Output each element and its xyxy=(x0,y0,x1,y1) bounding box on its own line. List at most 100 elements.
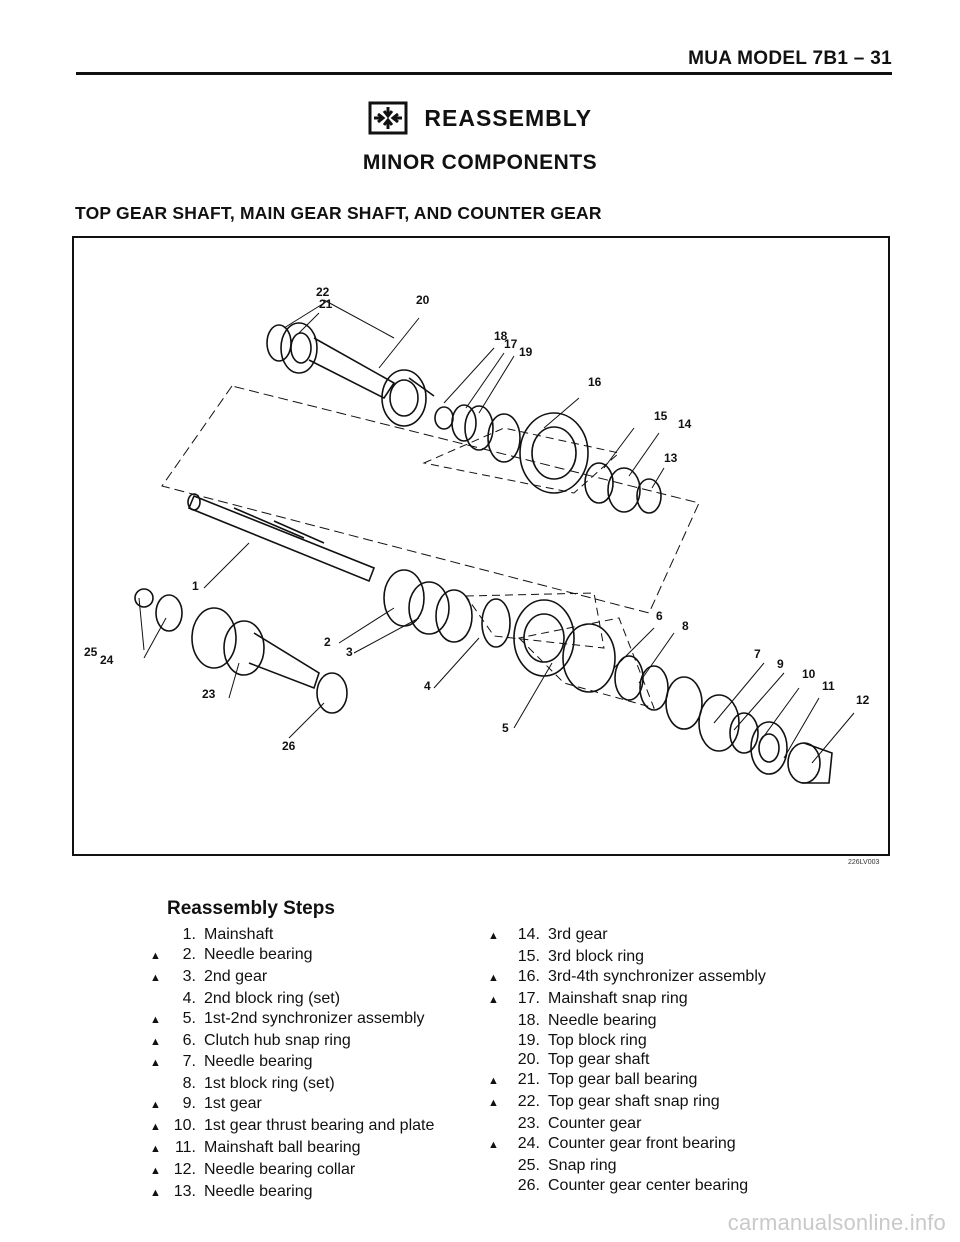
step-label: 3rd-4th synchronizer assembly xyxy=(548,967,766,985)
reassembly-step: 26. Counter gear center bearing xyxy=(488,1176,766,1196)
triangle-mark-icon: ▲ xyxy=(150,1164,161,1177)
reassembly-step: ▲9.1st gear xyxy=(150,1094,434,1116)
step-label: Top gear ball bearing xyxy=(548,1071,698,1089)
step-label: 1st-2nd synchronizer assembly xyxy=(204,1009,425,1027)
callout-19: 19 xyxy=(519,345,533,359)
callout-12: 12 xyxy=(856,693,870,707)
callout-11: 11 xyxy=(822,679,835,693)
figure-code: 226LV003 xyxy=(848,859,880,866)
reassembly-step: ▲ 7. Needle bearing xyxy=(150,1052,434,1074)
reassembly-step: ▲ 22. Top gear shaft snap ring xyxy=(488,1092,766,1114)
reassembly-title: REASSEMBLY xyxy=(424,104,593,131)
step-label: 1st gear xyxy=(204,1095,262,1113)
step-label: Mainshaft ball bearing xyxy=(204,1139,361,1157)
step-label: 2nd block ring (set) xyxy=(204,989,341,1007)
steps-column-left: 1.Mainshaft ▲ 2. Needle bearing ▲ 3. 2nd gear 4… xyxy=(150,925,434,1204)
callout-24: 24 xyxy=(100,653,114,667)
step-label: Needle bearing xyxy=(548,1011,657,1029)
step-number: 3. xyxy=(182,967,196,985)
triangle-mark-icon: ▲ xyxy=(150,1186,161,1199)
callout-16: 16 xyxy=(588,375,602,389)
reassembly-step: ▲10.1st gear thrust bearing and plate xyxy=(150,1116,434,1138)
reassembly-heading: REASSEMBLY xyxy=(0,101,960,135)
step-label: 3rd block ring xyxy=(548,947,645,965)
step-number: 25. xyxy=(517,1156,540,1174)
reassembly-step: ▲14.3rd gear xyxy=(488,925,766,947)
step-label: Counter gear center bearing xyxy=(548,1176,749,1194)
step-number: 20. xyxy=(517,1051,540,1069)
step-number: 11. xyxy=(174,1139,196,1157)
step-number: 23. xyxy=(517,1115,540,1133)
step-number: 13. xyxy=(173,1182,196,1200)
reassembly-step: 18. Needle bearing xyxy=(488,1011,766,1031)
step-number: 2. xyxy=(182,945,196,963)
callout-15: 15 xyxy=(654,409,668,423)
callout-17: 17 xyxy=(504,337,518,351)
reassembly-step: ▲17.Mainshaft snap ring xyxy=(488,989,766,1011)
reassembly-step: 1.Mainshaft xyxy=(150,925,434,945)
reassembly-step: 4. 2nd block ring (set) xyxy=(150,989,434,1009)
step-label: 2nd gear xyxy=(204,967,268,985)
step-number: 22. xyxy=(517,1093,540,1111)
step-label: Counter gear xyxy=(548,1115,642,1133)
reassembly-step: 20. Top gear shaft xyxy=(488,1050,766,1070)
step-number: 4. xyxy=(182,989,196,1007)
step-number: 18. xyxy=(517,1011,540,1029)
step-label: Mainshaft snap ring xyxy=(548,989,688,1007)
step-label: Needle bearing xyxy=(204,945,313,963)
callout-21: 21 xyxy=(319,297,333,311)
reassembly-step: ▲13.Needle bearing xyxy=(150,1182,434,1204)
step-label: 1st gear thrust bearing and plate xyxy=(204,1117,435,1135)
step-number: 7. xyxy=(182,1053,196,1071)
reassembly-step: ▲ 12. Needle bearing collar xyxy=(150,1160,434,1182)
step-number: 9. xyxy=(182,1095,196,1113)
triangle-mark-icon: ▲ xyxy=(150,949,161,962)
triangle-mark-icon: ▲ xyxy=(488,1097,499,1110)
page-subtitle: MINOR COMPONENTS xyxy=(362,151,598,174)
reassembly-steps-title: Reassembly Steps xyxy=(167,898,335,919)
step-label: 3rd gear xyxy=(548,926,608,943)
triangle-mark-icon: ▲ xyxy=(488,971,499,984)
step-number: 12. xyxy=(173,1160,196,1178)
callout-4: 4 xyxy=(424,679,431,693)
step-number: 19. xyxy=(517,1031,540,1049)
triangle-mark-icon: ▲ xyxy=(488,930,499,942)
header-rule xyxy=(76,72,892,75)
triangle-mark-icon: ▲ xyxy=(150,1143,161,1156)
step-number: 16. xyxy=(517,967,540,985)
callout-18: 18 xyxy=(494,329,508,343)
exploded-view-drawing: 1234567891011121314151617181920212223242… xyxy=(84,285,870,784)
step-label: Needle bearing xyxy=(204,1053,313,1071)
triangle-mark-icon: ▲ xyxy=(488,1075,499,1088)
page-header-model: MUA MODEL 7B1 – 31 xyxy=(688,48,892,69)
callout-23: 23 xyxy=(202,687,216,701)
callout-6: 6 xyxy=(656,609,663,623)
callout-3: 3 xyxy=(346,645,353,659)
step-label: Needle bearing collar xyxy=(204,1160,356,1178)
callout-1: 1 xyxy=(192,579,199,593)
reassembly-step: 15.3rd block ring xyxy=(488,947,766,967)
reassembly-step: ▲24.Counter gear front bearing xyxy=(488,1134,766,1156)
triangle-mark-icon: ▲ xyxy=(150,1121,161,1134)
step-label: Mainshaft xyxy=(204,926,274,943)
triangle-mark-icon: ▲ xyxy=(150,1013,161,1026)
triangle-mark-icon: ▲ xyxy=(150,971,161,984)
step-number: 17. xyxy=(517,989,540,1007)
step-number: 26. xyxy=(517,1176,540,1194)
triangle-mark-icon: ▲ xyxy=(488,1139,499,1152)
step-label: Counter gear front bearing xyxy=(548,1135,736,1153)
step-label: Clutch hub snap ring xyxy=(204,1031,351,1049)
triangle-mark-icon: ▲ xyxy=(150,1057,161,1070)
callout-10: 10 xyxy=(802,667,816,681)
step-label: Top gear shaft snap ring xyxy=(548,1093,720,1111)
step-label: Top gear shaft xyxy=(548,1051,650,1069)
callout-20: 20 xyxy=(416,293,430,307)
callout-22: 22 xyxy=(316,285,330,299)
callout-5: 5 xyxy=(502,721,509,735)
reassembly-step: 23. Counter gear xyxy=(488,1114,766,1134)
reassembly-step: ▲ 16. 3rd-4th synchronizer assembly xyxy=(488,967,766,989)
callout-2: 2 xyxy=(324,635,331,649)
callout-13: 13 xyxy=(664,451,678,465)
